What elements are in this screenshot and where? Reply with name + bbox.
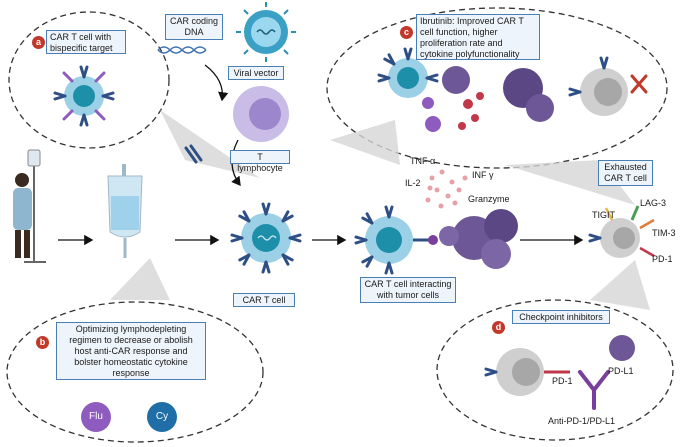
callout-c xyxy=(330,120,400,165)
label-granzyme: Granzyme xyxy=(468,194,510,204)
checkpoint-exhausted-cell xyxy=(484,348,570,396)
tumor-cell-pdl1 xyxy=(609,335,635,361)
panel-d-badge: d xyxy=(492,321,505,334)
panel-a-text: CAR T cell with bispecific target xyxy=(46,30,126,54)
panel-b-ellipse xyxy=(6,301,264,443)
car-t-cell xyxy=(230,202,302,274)
ibrutinib-cytokines xyxy=(458,92,484,130)
drug-cy: Cy xyxy=(147,402,177,432)
callout-d xyxy=(590,260,650,310)
label-viral-vector: Viral vector xyxy=(228,66,284,80)
label-pdl1: PD-L1 xyxy=(608,366,634,376)
label-car-coding-dna: CAR coding DNA xyxy=(165,14,223,40)
tumor-cells xyxy=(439,209,518,269)
label-pd1-exhausted: PD-1 xyxy=(652,254,673,264)
interacting-car-t-cell xyxy=(354,205,438,275)
cytokine-dots xyxy=(425,169,468,209)
label-pd1-inhib: PD-1 xyxy=(552,376,573,386)
drug-flu: Flu xyxy=(81,402,111,432)
exhausted-car-t-panel-c xyxy=(568,56,628,116)
bispecific-car-t-cell xyxy=(53,65,115,127)
panel-b-text: Optimizing lymphodepleting regimen to de… xyxy=(56,322,206,380)
iv-bag-icon xyxy=(107,164,143,258)
inhibitor-cross-icon xyxy=(630,74,648,94)
panel-d-text: Checkpoint inhibitors xyxy=(512,310,610,324)
patient-icon xyxy=(13,149,46,263)
label-t-lymphocyte: T lymphocyte xyxy=(230,150,290,173)
virus-icon xyxy=(236,2,296,62)
callout-b xyxy=(110,258,170,300)
panel-b-badge: b xyxy=(36,336,49,349)
panel-c-text: Ibrutinib: Improved CAR T cell function,… xyxy=(416,14,540,60)
panel-d-ellipse xyxy=(436,299,674,441)
panel-c-badge: c xyxy=(400,26,413,39)
panel-a-badge: a xyxy=(32,36,45,49)
t-lymphocyte xyxy=(233,86,289,142)
label-tnf: TNF α xyxy=(410,156,436,166)
label-il2: IL-2 xyxy=(405,178,421,188)
free-receptors xyxy=(184,144,203,164)
label-car-t-interacting: CAR T cell interacting with tumor cells xyxy=(360,277,456,303)
label-lag3: LAG-3 xyxy=(640,198,667,208)
label-anti-pd1: Anti-PD-1/PD-L1 xyxy=(548,416,616,426)
ibrutinib-tumor-cells xyxy=(442,66,554,122)
ibrutinib-car-t-cell xyxy=(377,47,441,132)
label-inf: INF γ xyxy=(472,170,494,180)
label-exhausted-car-t: Exhausted CAR T cell xyxy=(598,160,653,186)
label-tigit: TIGIT xyxy=(592,210,615,220)
panel-a-ellipse xyxy=(8,11,170,149)
label-tim3: TIM-3 xyxy=(652,228,676,238)
label-car-t-cell: CAR T cell xyxy=(233,293,295,307)
anti-pd1-antibody xyxy=(578,370,610,410)
panel-c-ellipse xyxy=(326,7,668,169)
exhausted-car-t-cell xyxy=(588,205,655,258)
dna-icon xyxy=(157,46,207,54)
arrow-dna-lymphocyte xyxy=(204,64,229,102)
